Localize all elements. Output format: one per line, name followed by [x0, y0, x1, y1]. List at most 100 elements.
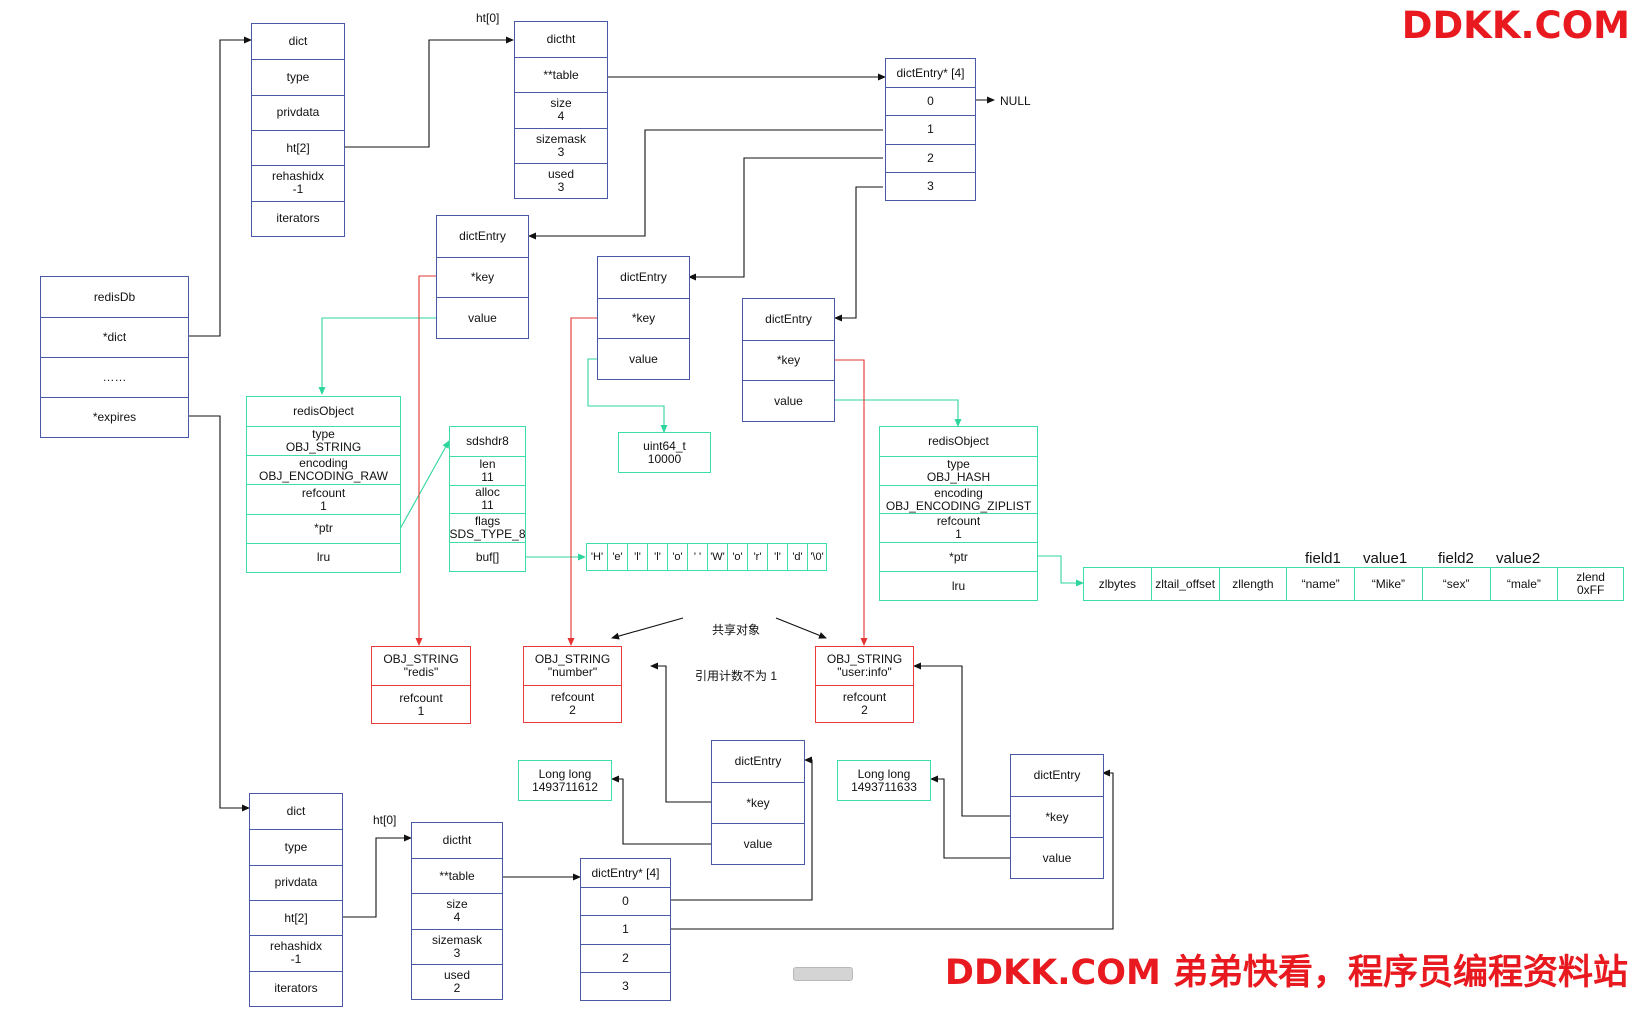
dictht-bottom-cell-0: dictht	[442, 833, 472, 848]
sdshdr-cell-3: flags SDS_TYPE_8	[450, 513, 525, 542]
robj-hash-cell-2: encoding OBJ_ENCODING_ZIPLIST	[880, 484, 1037, 514]
ziplist-header-field2: field2	[1438, 550, 1474, 567]
uint64-cell-0: uint64_t 10000	[643, 438, 686, 466]
robj-string-cell-0: redisObject	[293, 404, 354, 419]
str-redis-cell-1: refcount 1	[372, 685, 470, 723]
ziplist-header-field1: field1	[1305, 550, 1341, 567]
redisdb-cell-3: *expires	[41, 397, 188, 437]
entries-top-cell-0: dictEntry* [4]	[896, 65, 965, 80]
link-entrya-key	[415, 275, 436, 646]
scroll-tab-handle[interactable]	[793, 967, 853, 981]
buf-chars-cell-3: 'l'	[647, 544, 667, 570]
entry-c-cell-0: dictEntry	[765, 311, 812, 326]
buf-chars-cell-11: '\0'	[807, 544, 826, 570]
shared-object-line2: 引用计数不为 1	[694, 669, 777, 683]
entries-bottom-cell-1: 0	[581, 887, 670, 915]
entry-b-cell-1: *key	[598, 297, 689, 339]
ziplist-cell-7: zlend 0xFF	[1557, 568, 1623, 600]
entry-e-cell-1: *key	[1011, 796, 1103, 837]
link-entrya-value	[318, 317, 436, 395]
dict-top-cell-3: ht[2]	[252, 129, 344, 165]
dictht-top-cell-0: dictht	[546, 32, 576, 47]
ziplist-cell-4: “Mike”	[1354, 568, 1422, 600]
str-number-cell-0: OBJ_STRING "number"	[534, 651, 611, 679]
buf-chars-cell-1: 'e'	[607, 544, 627, 570]
ht0-label-top: ht[0]	[476, 11, 500, 25]
entries-top-cell-1: 0	[886, 87, 975, 115]
redisdb-struct: redisDb*dict……*expires	[40, 276, 189, 438]
entry-b-cell-0: dictEntry	[620, 269, 667, 284]
ziplist-cell-1: zltail_offset	[1150, 568, 1219, 600]
str-redis-cell-0: OBJ_STRING "redis"	[383, 652, 459, 679]
link-dict-ht-bottom	[343, 834, 412, 918]
sdshdr-cell-4: buf[]	[450, 542, 525, 571]
entry-a-cell-2: value	[437, 297, 528, 338]
link-redisdb-dict	[188, 36, 252, 337]
watermark-top: DDKK.COM	[1401, 4, 1630, 47]
redisdb-cell-0: redisDb	[93, 289, 136, 304]
robj-hash-cell-4: *ptr	[880, 542, 1037, 571]
dictht-top-cell-3: sizemask 3	[515, 127, 607, 163]
buf-chars-cell-4: 'o'	[667, 544, 687, 570]
redisdb-cell-1: *dict	[41, 317, 188, 357]
entries-top-cell-2: 1	[886, 115, 975, 143]
robj-string-cell-1: type OBJ_STRING	[247, 426, 400, 455]
sds-buffer-chars: 'H''e''l''l''o'' ''W''o''r''l''d''\0'	[586, 543, 827, 571]
dict-bottom-cell-2: privdata	[250, 864, 342, 900]
entries-bottom-cell-0: dictEntry* [4]	[591, 865, 660, 880]
null-label: NULL	[1000, 94, 1031, 108]
robj-hash-cell-3: refcount 1	[880, 513, 1037, 542]
dict-bottom-cell-3: ht[2]	[250, 899, 342, 935]
dict-top-cell-1: type	[252, 59, 344, 94]
entry-e-cell-2: value	[1011, 837, 1103, 878]
link-shared-left	[611, 617, 684, 640]
entries-bottom-cell-2: 1	[581, 915, 670, 943]
string-object-userinfo: OBJ_STRING "user:info"refcount 2	[815, 646, 914, 723]
uint64-value: uint64_t 10000	[618, 432, 711, 473]
dict-top-cell-4: rehashidx -1	[252, 165, 344, 200]
buf-chars-cell-9: 'l'	[767, 544, 787, 570]
entries-top-cell-3: 2	[886, 143, 975, 172]
dictht-bottom-cell-4: used 2	[412, 963, 502, 999]
dict-bottom-cell-1: type	[250, 829, 342, 864]
link-entryb-key	[567, 317, 597, 646]
ziplist-cell-0: zlbytes	[1098, 576, 1137, 591]
ht0-label-bottom: ht[0]	[373, 813, 397, 827]
link-bucket3	[834, 186, 883, 322]
sdshdr-cell-2: alloc 11	[450, 484, 525, 514]
entries-bottom-cell-4: 3	[581, 971, 670, 1000]
sdshdr-cell-1: len 11	[450, 455, 525, 485]
string-object-number: OBJ_STRING "number"refcount 2	[523, 646, 622, 723]
dictht-top-cell-1: **table	[515, 57, 607, 92]
entry-c-cell-1: *key	[743, 339, 834, 381]
dictht-bottom-cell-1: **table	[412, 858, 502, 893]
robj-string-cell-3: refcount 1	[247, 484, 400, 513]
ziplist-header-value2: value2	[1496, 550, 1541, 567]
robj-string-cell-5: lru	[247, 542, 400, 572]
link-entryd-value	[611, 775, 711, 845]
robj-string-cell-4: *ptr	[247, 513, 400, 543]
dict-top-cell-0: dict	[288, 34, 308, 49]
link-entryc-value	[835, 399, 962, 427]
dict-top-cell-5: iterators	[252, 200, 344, 236]
link-entrye-value	[930, 775, 1010, 859]
robj-string-cell-2: encoding OBJ_ENCODING_RAW	[247, 455, 400, 484]
entry-c-cell-2: value	[743, 380, 834, 421]
string-object-redis: OBJ_STRING "redis" refcount 1	[371, 646, 471, 724]
entries-top-cell-4: 3	[886, 171, 975, 200]
dict-bottom-cell-4: rehashidx -1	[250, 935, 342, 970]
ziplist-header-value1: value1	[1363, 550, 1408, 567]
dict-bottom-cell-5: iterators	[250, 970, 342, 1006]
watermark-bottom: DDKK.COM 弟弟快看，程序员编程资料站	[944, 953, 1628, 993]
